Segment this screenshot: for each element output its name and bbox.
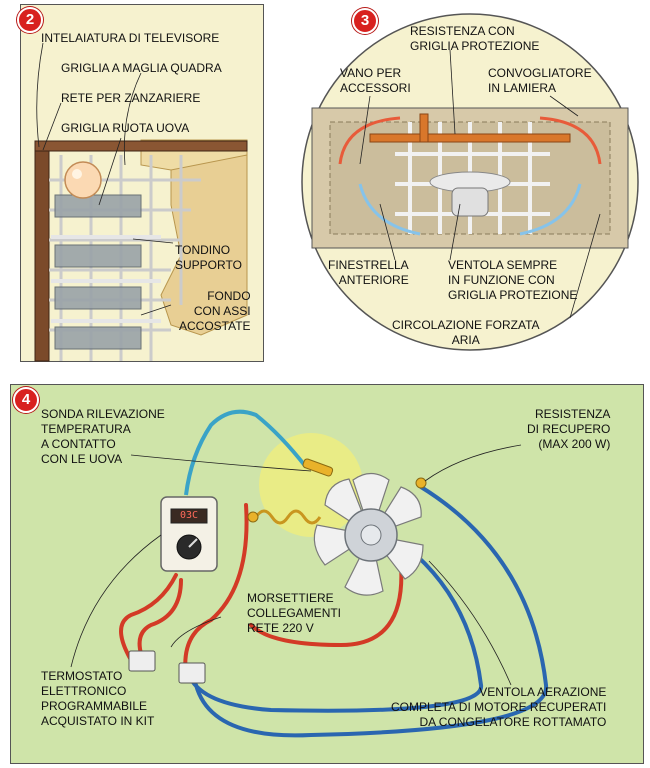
lamp-bulb	[64, 161, 102, 199]
label-terminals-line1: MORSETTIERE	[247, 591, 334, 605]
panel-2-leader-lines	[36, 42, 174, 316]
label-duct: CONVOGLIATORE IN LAMIERA	[488, 66, 592, 96]
label-square-grid: GRIGLIA A MAGLIA QUADRA	[61, 61, 222, 76]
temperature-probe	[302, 458, 334, 477]
panel-2-drawing	[34, 42, 248, 362]
label-ventilation: VENTOLA AERAZIONE COMPLETA DI MOTORE REC…	[391, 685, 606, 730]
label-probe: SONDA RILEVAZIONE TEMPERATURA A CONTATTO…	[41, 407, 165, 467]
label-heater-line1: RESISTENZA CON	[410, 24, 515, 38]
label-bottom-line1: FONDO	[207, 289, 251, 303]
label-thermostat: TERMOSTATO ELETTRONICO PROGRAMMABILE ACQ…	[41, 669, 154, 729]
fan-hub	[360, 524, 382, 546]
label-bottom-line2: CON ASSI	[193, 304, 251, 318]
label-ventilation-line2: COMPLETA DI MOTORE RECUPERATI	[391, 700, 607, 714]
label-bottom-line3: ACCOSTATE	[179, 319, 251, 333]
support-rods	[51, 235, 161, 323]
panel-3-drawing	[301, 13, 639, 351]
blue-wires	[187, 485, 549, 738]
wood-frame-top	[34, 140, 248, 152]
thermostat-unit	[160, 496, 218, 572]
heater-riser	[419, 113, 429, 143]
panel-3-leader-lines	[359, 49, 601, 319]
label-rod-line2: SUPPORTO	[175, 258, 242, 272]
label-compartment: VANO PER ACCESSORI	[340, 66, 411, 96]
label-resistor-line2: DI RECUPERO	[527, 422, 611, 436]
label-ventilation-line1: VENTOLA AERAZIONE	[479, 685, 607, 699]
label-thermostat-line2: ELETTRONICO	[41, 684, 127, 698]
probe-wire	[184, 409, 308, 496]
label-fan-line3: GRIGLIA PROTEZIONE	[448, 288, 578, 302]
label-frame: INTELAIATURA DI TELEVISORE	[41, 31, 219, 46]
terminal-blocks	[128, 650, 206, 684]
red-wires	[119, 503, 404, 677]
egg-wheel-grids	[54, 194, 142, 350]
label-probe-line3: A CONTATTO	[41, 437, 116, 451]
fan-assembly	[313, 472, 424, 596]
panel-2-badge: 2	[17, 7, 43, 33]
label-window: FINESTRELLA ANTERIORE	[328, 258, 409, 288]
label-circulation-line2: ARIA	[451, 333, 480, 347]
label-compartment-line2: ACCESSORI	[340, 81, 411, 95]
label-resistor: RESISTENZA DI RECUPERO (MAX 200 W)	[527, 407, 610, 452]
heater-terminal-left	[247, 511, 259, 523]
label-window-line2: ANTERIORE	[338, 273, 409, 287]
label-rod-line1: TONDINO	[175, 243, 231, 257]
label-probe-line4: CON LE UOVA	[41, 452, 123, 466]
panel-4-illustration: 4 03C SONDA RILEVAZIONE TEMPERATURA A CO…	[10, 384, 644, 764]
panel-4-leader-lines	[70, 444, 522, 686]
label-heater-line2: GRIGLIA PROTEZIONE	[410, 39, 540, 53]
heater-element	[369, 133, 571, 143]
label-thermostat-line1: TERMOSTATO	[41, 669, 123, 683]
label-fan: VENTOLA SEMPRE IN FUNZIONE CON GRIGLIA P…	[448, 258, 577, 303]
fan-motor	[451, 187, 489, 217]
panel-3-illustration: 3 RESISTENZA CON GRIGLIA PROTEZIONE VANO…	[300, 4, 640, 362]
label-thermostat-line4: ACQUISTATO IN KIT	[41, 714, 155, 728]
heater-terminal-right	[415, 477, 427, 489]
thermostat-display: 03C	[179, 510, 199, 521]
label-circulation: CIRCOLAZIONE FORZATA ARIA	[392, 318, 540, 348]
label-bottom: FONDO CON ASSI ACCOSTATE	[179, 289, 251, 334]
lamp-highlight	[72, 169, 82, 179]
label-terminals-line2: COLLEGAMENTI	[247, 606, 342, 620]
panel-4-drawing	[70, 409, 549, 738]
airflow-arrows	[338, 116, 602, 236]
label-resistor-line1: RESISTENZA	[534, 407, 611, 421]
label-heater: RESISTENZA CON GRIGLIA PROTEZIONE	[410, 24, 539, 54]
label-window-line1: FINESTRELLA	[328, 258, 409, 272]
label-fan-line1: VENTOLA SEMPRE	[448, 258, 558, 272]
label-circulation-line1: CIRCOLAZIONE FORZATA	[392, 318, 540, 332]
label-egg-wheel-text: GRIGLIA RUOTA UOVA	[61, 121, 190, 135]
label-ventilation-line3: DA CONGELATORE ROTTAMATO	[419, 715, 607, 729]
label-duct-line1: CONVOGLIATORE	[488, 66, 592, 80]
label-fan-line2: IN FUNZIONE CON	[448, 273, 555, 287]
wood-frame-side	[34, 146, 50, 362]
label-frame-text: INTELAIATURA DI TELEVISORE	[41, 31, 220, 45]
label-rod: TONDINO SUPPORTO	[175, 243, 242, 273]
label-square-grid-text: GRIGLIA A MAGLIA QUADRA	[61, 61, 222, 75]
panel-2-illustration: 2 INTELAIATURA DI TELEVISORE GRIGLIA A M…	[17, 4, 264, 362]
label-terminals: MORSETTIERE COLLEGAMENTI RETE 220 V	[247, 591, 341, 636]
label-mosquito-net-text: RETE PER ZANZARIERE	[61, 91, 201, 105]
label-terminals-line3: RETE 220 V	[247, 621, 314, 635]
label-mosquito-net: RETE PER ZANZARIERE	[61, 91, 200, 106]
label-duct-line2: IN LAMIERA	[488, 81, 557, 95]
panel-4-badge: 4	[13, 387, 39, 413]
label-resistor-line3: (MAX 200 W)	[538, 437, 611, 451]
heater-coil	[254, 509, 322, 525]
label-probe-line1: SONDA RILEVAZIONE	[41, 407, 165, 421]
panel-3-badge: 3	[352, 8, 378, 34]
label-probe-line2: TEMPERATURA	[41, 422, 131, 436]
label-egg-wheel: GRIGLIA RUOTA UOVA	[61, 121, 189, 136]
label-thermostat-line3: PROGRAMMABILE	[41, 699, 148, 713]
label-compartment-line1: VANO PER	[340, 66, 402, 80]
